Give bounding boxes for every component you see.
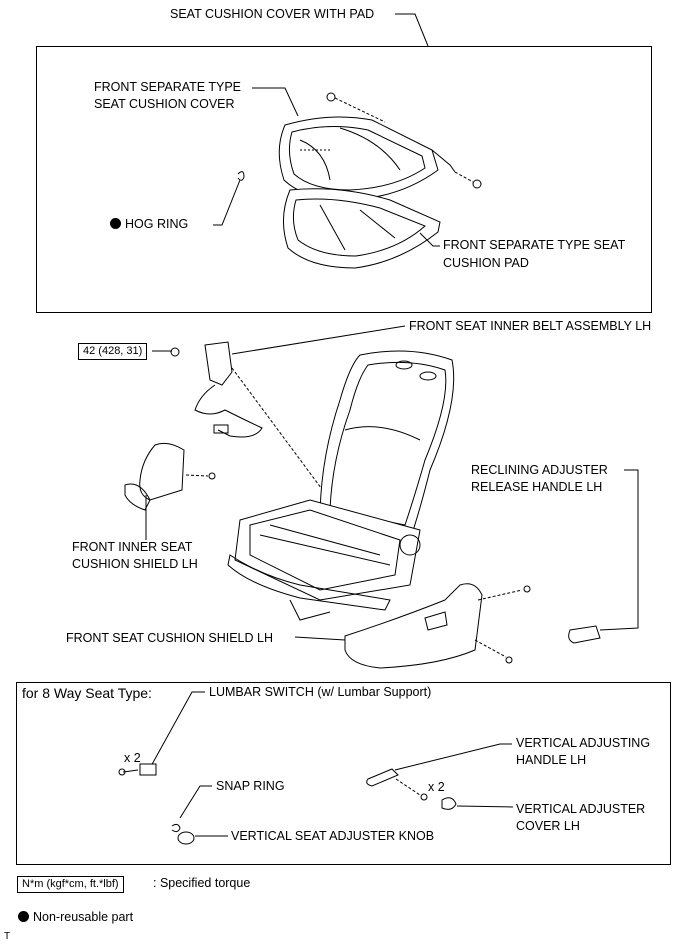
leader-snap-ring: [179, 785, 212, 819]
vertical-adjuster-cover-drawing: [441, 797, 457, 810]
lumbar-screw: [118, 768, 126, 776]
label-reclining-handle-line1: RECLINING ADJUSTER: [471, 463, 608, 477]
leader-hog-ring: [213, 179, 241, 226]
leader-vertical-cover: [456, 805, 514, 808]
label-reclining-handle-line2: RELEASE HANDLE LH: [471, 480, 603, 494]
label-inner-shield-line2: CUSHION SHIELD LH: [72, 557, 198, 571]
leader-seat-cushion-cover: [252, 87, 299, 117]
bolt-belt: [170, 347, 180, 357]
reclining-release-handle-drawing: [568, 625, 601, 644]
snap-ring-drawing: [171, 823, 181, 833]
label-vertical-cover-line2: COVER LH: [516, 819, 580, 833]
label-seat-cushion-cover-line1: FRONT SEPARATE TYPE: [94, 80, 242, 94]
leader-reclining-handle: [599, 469, 639, 631]
clip-top: [326, 92, 336, 102]
label-lumbar-switch: LUMBAR SWITCH (w/ Lumbar Support): [209, 685, 432, 699]
label-vertical-handle-line2: HANDLE LH: [516, 753, 587, 767]
label-vertical-knob: VERTICAL SEAT ADJUSTER KNOB: [231, 829, 435, 843]
seat-frame-drawing: [227, 499, 421, 621]
label-seat-cushion-pad-line1: FRONT SEPARATE TYPE SEAT: [443, 238, 626, 252]
legend-torque-unit: N*m (kgf*cm, ft.*lbf): [17, 876, 124, 893]
label-inner-shield-line1: FRONT INNER SEAT: [72, 540, 193, 554]
leader-seat-cushion-pad: [419, 232, 440, 247]
label-seat-cushion-cover-line2: SEAT CUSHION COVER: [94, 97, 235, 111]
leader-inner-belt: [231, 325, 406, 355]
seat-cushion-cover-drawing: [278, 116, 456, 201]
inner-belt-assembly-drawing: [194, 341, 263, 438]
label-vertical-cover-line1: VERTICAL ADJUSTER: [516, 802, 646, 816]
leader-front-shield: [294, 636, 346, 641]
screw-inner-shield: [208, 472, 216, 480]
vertical-knob-drawing: [177, 831, 195, 845]
non-reusable-mark-icon: [110, 218, 121, 229]
label-seat-cushion-cover-with-pad: SEAT CUSHION COVER WITH PAD: [170, 7, 375, 21]
eight-way-seat-panel: [16, 682, 671, 865]
label-seat-cushion-pad-line2: CUSHION PAD: [443, 256, 529, 270]
hog-ring-text: HOG RING: [125, 217, 189, 231]
vertical-adjusting-handle-drawing: [366, 768, 399, 787]
legend-non-reusable-text: Non-reusable part: [33, 910, 134, 924]
label-eight-way-title: for 8 Way Seat Type:: [22, 685, 152, 701]
clip-right: [472, 179, 482, 189]
label-x2-vertical: x 2: [428, 780, 445, 794]
inner-seat-cushion-shield-drawing: [124, 442, 185, 511]
front-seat-cushion-shield-drawing: [344, 583, 483, 669]
leader-vertical-handle: [394, 743, 512, 771]
seat-cushion-cover-panel: [36, 46, 652, 313]
hog-ring-drawing: [237, 171, 245, 181]
vertical-handle-screw: [420, 793, 428, 801]
label-snap-ring: SNAP RING: [216, 779, 285, 793]
torque-value-box: 42 (428, 31): [78, 343, 148, 360]
screw-front-shield-bottom: [505, 656, 513, 664]
label-front-shield: FRONT SEAT CUSHION SHIELD LH: [66, 631, 273, 645]
non-reusable-legend-icon: [18, 911, 29, 922]
legend-non-reusable: Non-reusable part: [18, 909, 133, 926]
label-inner-belt: FRONT SEAT INNER BELT ASSEMBLY LH: [409, 319, 652, 333]
seat-cushion-pad-drawing: [283, 188, 441, 269]
label-vertical-handle-line1: VERTICAL ADJUSTING: [516, 736, 651, 750]
seat-back-drawing: [319, 350, 455, 541]
corner-mark: T: [4, 931, 11, 942]
label-x2-lumbar: x 2: [124, 751, 141, 765]
leader-seat-cushion-cover-with-pad: [395, 13, 429, 47]
label-hog-ring: HOG RING: [110, 216, 188, 233]
leader-lumbar-switch: [149, 691, 205, 769]
lumbar-switch-drawing: [122, 763, 157, 776]
legend-torque-desc: : Specified torque: [153, 876, 251, 890]
screw-front-shield-top: [523, 585, 531, 593]
